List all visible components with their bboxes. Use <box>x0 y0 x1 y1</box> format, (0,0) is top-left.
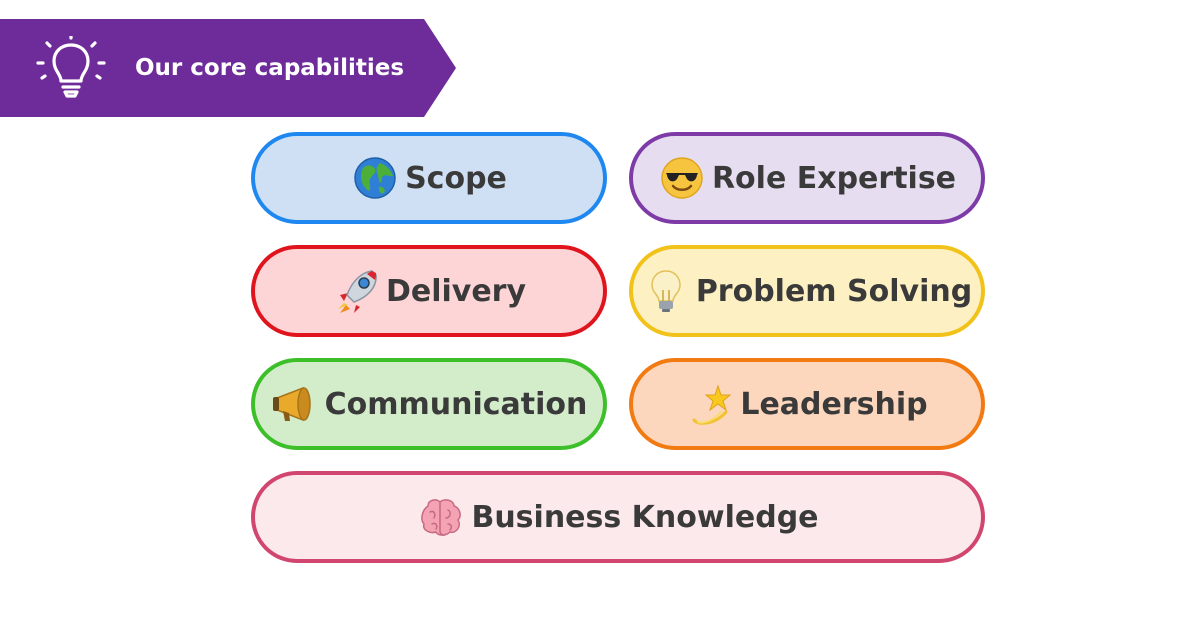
capability-label: Delivery <box>385 273 527 309</box>
sunglasses-face-icon <box>658 154 706 202</box>
dizzy-star-icon <box>686 380 734 428</box>
capability-label: Communication <box>324 386 588 422</box>
brain-icon <box>417 493 465 541</box>
capability-communication: Communication <box>251 358 607 450</box>
capability-business-knowledge: Business Knowledge <box>251 471 985 563</box>
capability-label: Problem Solving <box>695 273 973 309</box>
capability-role-expertise: Role Expertise <box>629 132 985 224</box>
banner-arrow-shape <box>0 19 456 117</box>
lightbulb-icon <box>642 267 690 315</box>
rocket-icon <box>332 267 380 315</box>
capability-label: Role Expertise <box>711 160 957 196</box>
capability-label: Leadership <box>740 386 928 422</box>
megaphone-icon <box>271 380 319 428</box>
capability-delivery: Delivery <box>251 245 607 337</box>
capability-label: Business Knowledge <box>471 499 819 535</box>
capability-scope: Scope <box>251 132 607 224</box>
globe-icon <box>351 154 399 202</box>
lightbulb-icon <box>36 36 106 98</box>
capability-label: Scope <box>405 160 507 196</box>
page-title: Our core capabilities <box>135 55 405 81</box>
capability-problem-solving: Problem Solving <box>629 245 985 337</box>
header-banner: Our core capabilities <box>0 19 456 117</box>
capability-leadership: Leadership <box>629 358 985 450</box>
